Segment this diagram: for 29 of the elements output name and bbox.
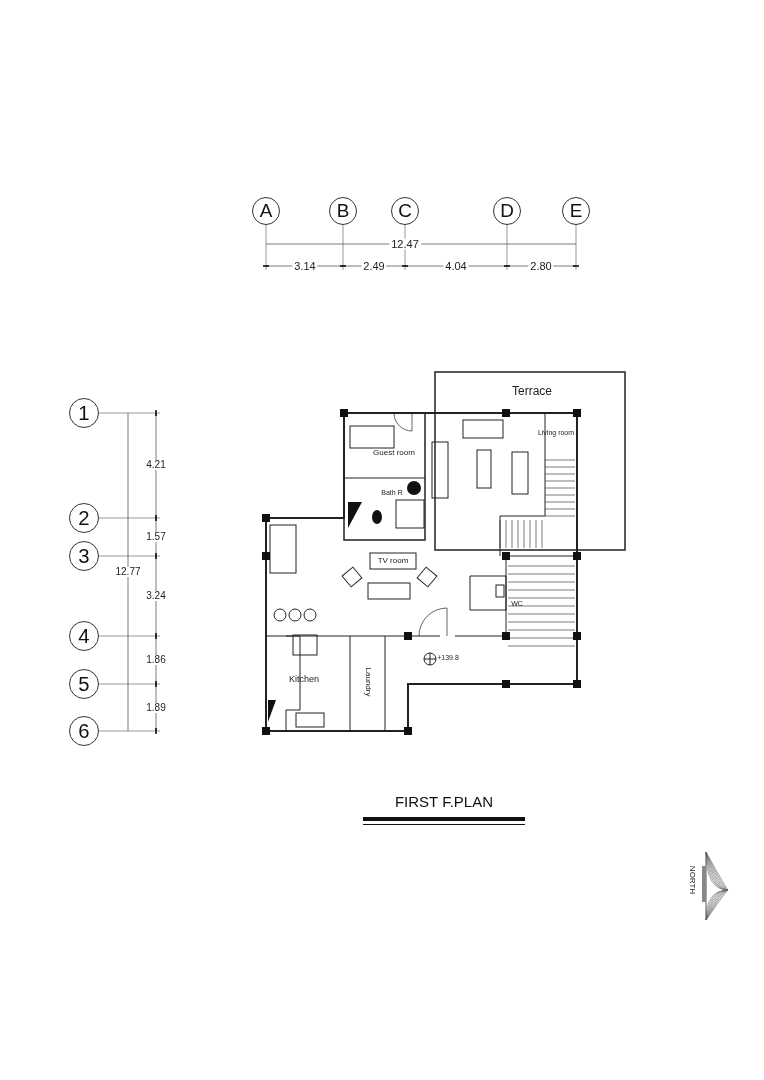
grid-bubble: 3 [69, 541, 99, 571]
grid-bubble: 1 [69, 398, 99, 428]
grid-bubble: 5 [69, 669, 99, 699]
room-label: Guest room [372, 449, 416, 457]
grid-bubble: 6 [69, 716, 99, 746]
grid-bubble: E [562, 197, 590, 225]
dimension-label: 12.77 [113, 567, 143, 577]
grid-bubble: 2 [69, 503, 99, 533]
dimension-label: 4.04 [443, 260, 469, 272]
dimension-label: 3.14 [292, 260, 318, 272]
dimension-label: 3.24 [144, 591, 168, 601]
grid-bubble: B [329, 197, 357, 225]
grid-bubble: D [493, 197, 521, 225]
room-label: Terrace [511, 385, 553, 397]
plan-title: FIRST F.PLAN [393, 793, 495, 810]
dimension-label: 1.89 [144, 703, 168, 713]
grid-bubble: 4 [69, 621, 99, 651]
room-label: Laundry [364, 666, 372, 699]
dimension-label: 12.47 [389, 238, 421, 250]
north-label: NORTH [688, 864, 696, 897]
grid-bubble: A [252, 197, 280, 225]
room-label: TV room [376, 557, 410, 565]
room-label: Kitchen [288, 674, 320, 684]
dimension-label: 2.49 [361, 260, 387, 272]
grid-bubble: C [391, 197, 419, 225]
dimension-label: 4.21 [144, 460, 168, 470]
dimension-label: 1.57 [144, 532, 168, 542]
dimension-label: 1.86 [144, 655, 168, 665]
dimension-label: 2.80 [528, 260, 554, 272]
